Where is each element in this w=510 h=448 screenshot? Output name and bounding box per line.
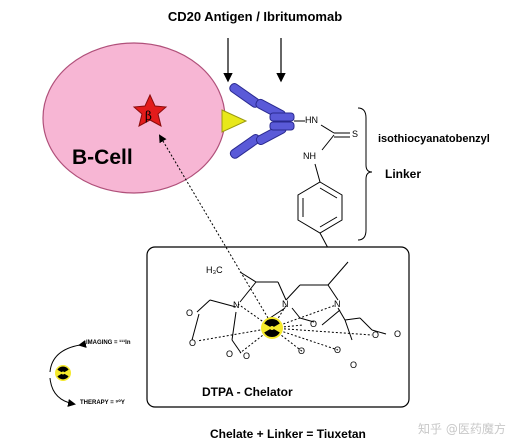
atom-o-1: O: [186, 308, 194, 318]
atom-s: S: [352, 129, 359, 139]
b-cell-label: B-Cell: [72, 146, 133, 169]
atom-ch3: H₃C: [206, 265, 223, 275]
diagram-title: CD20 Antigen / Ibritumomab: [167, 9, 343, 24]
radiation-symbol-small: [55, 365, 71, 381]
atom-o-8: O: [350, 360, 358, 370]
isotope-cycle-arrow-bottom: [49, 377, 76, 407]
atom-o-7: O: [334, 345, 342, 355]
chelator-label: DTPA - Chelator: [202, 385, 293, 399]
linker-brace: [357, 107, 373, 241]
atom-o-5: O: [310, 319, 318, 329]
atom-o-9: O: [372, 330, 380, 340]
atom-o-4: O: [226, 349, 234, 359]
atom-n-left: N: [233, 300, 240, 310]
atom-o-2: O: [189, 338, 197, 348]
bottom-caption: Chelate + Linker = Tiuxetan: [210, 427, 366, 441]
atom-o-3: O: [243, 351, 251, 361]
dtpa-bonds: [191, 261, 387, 354]
atom-n-right: N: [334, 299, 341, 309]
linker-label: Linker: [385, 167, 422, 181]
isotope-cycle-arrow-top: [49, 340, 87, 373]
imaging-label: IMAGING = ¹¹¹In: [86, 340, 131, 346]
atom-o-10: O: [394, 329, 402, 339]
cd20-antigen: [221, 109, 248, 133]
atom-nh: NH: [303, 151, 316, 161]
linker-chemical-name: isothiocyanatobenzyl: [378, 133, 490, 145]
antibody: [229, 83, 295, 159]
radiation-star: [132, 93, 168, 127]
therapy-label: THERAPY = ⁹⁰Y: [80, 400, 125, 406]
atom-o-6: O: [298, 346, 306, 356]
beta-symbol: β: [145, 109, 152, 123]
atom-n-center: N: [282, 299, 289, 309]
atom-hn: HN: [305, 115, 318, 125]
radiation-path-arrow: [158, 134, 269, 319]
b-cell: [42, 42, 226, 194]
thiourea-bonds: [294, 120, 350, 183]
watermark: 知乎 @医药魔方: [418, 422, 506, 436]
radiation-symbol-center: [261, 317, 283, 339]
